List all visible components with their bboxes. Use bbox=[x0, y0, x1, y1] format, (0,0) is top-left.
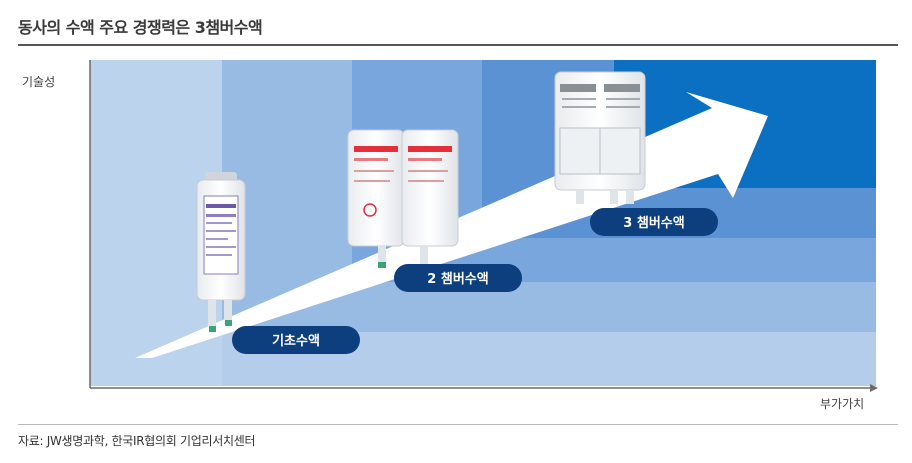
x-axis-arrowhead bbox=[870, 384, 878, 392]
stage-pill-three-chamber: 3 챔버수액 bbox=[590, 208, 718, 236]
y-axis-label: 기술성 bbox=[22, 75, 55, 89]
stage-pill-two-chamber: 2 챔버수액 bbox=[394, 264, 522, 292]
iv-bag-three-chamber bbox=[554, 71, 646, 204]
x-axis-label: 부가가치 bbox=[820, 397, 864, 411]
stage-label-three-chamber: 3 챔버수액 bbox=[623, 215, 684, 231]
source-note: 자료: JW생명과학, 한국IR협의회 기업리서치센터 bbox=[18, 434, 256, 448]
stage-label-basic: 기초수액 bbox=[272, 334, 320, 349]
title-divider bbox=[18, 44, 898, 46]
axes bbox=[89, 60, 878, 392]
iv-bag-basic bbox=[196, 172, 246, 332]
stage-label-two-chamber: 2 챔버수액 bbox=[427, 271, 488, 287]
page-title: 동사의 수액 주요 경쟁력은 3챔버수액 bbox=[18, 18, 263, 37]
iv-bag-two-chamber bbox=[347, 129, 459, 268]
footer-divider bbox=[18, 424, 898, 425]
stage-pill-basic: 기초수액 bbox=[232, 326, 360, 354]
